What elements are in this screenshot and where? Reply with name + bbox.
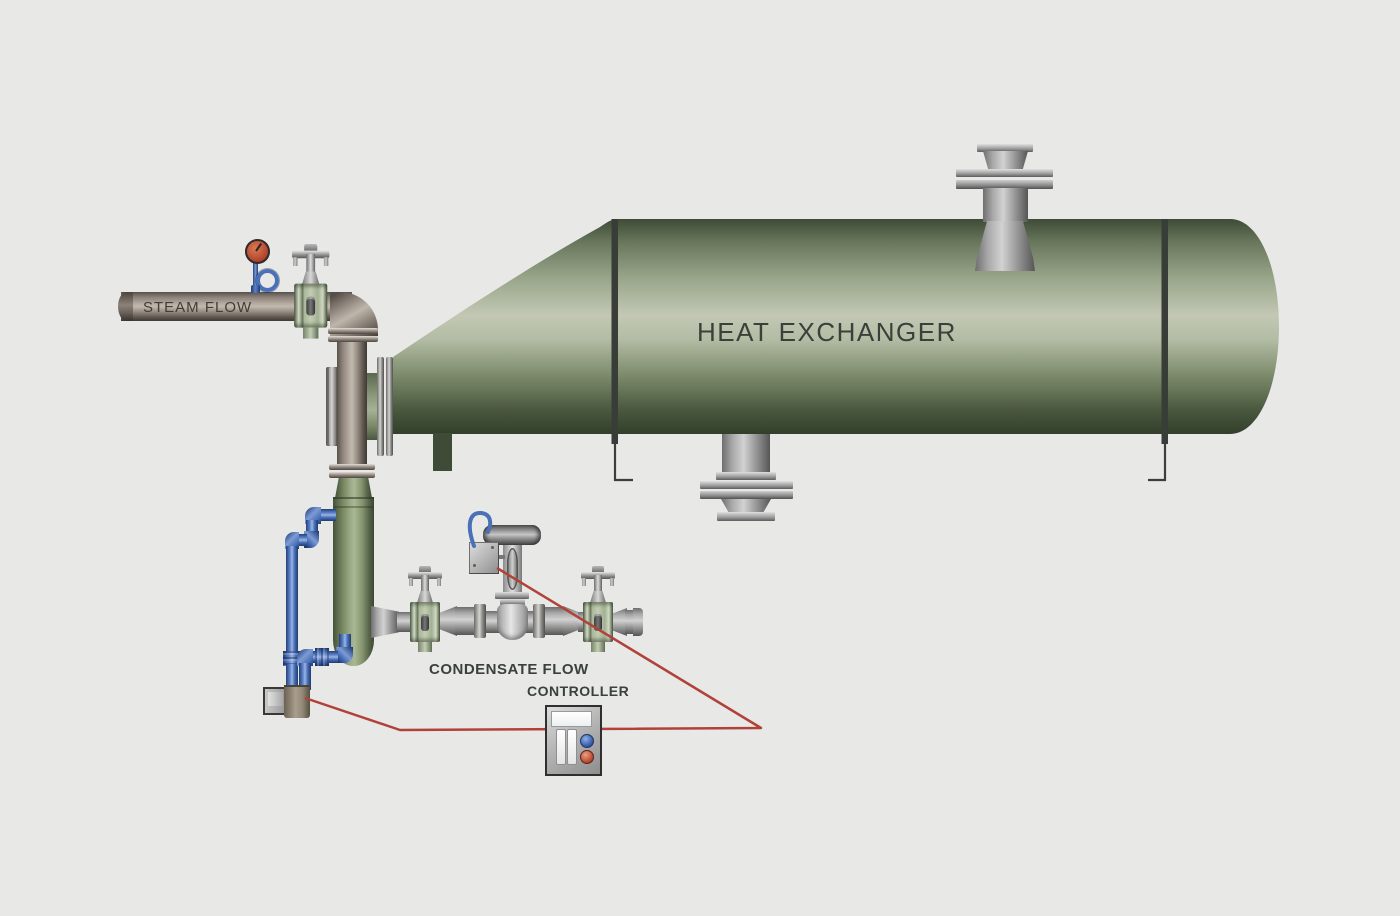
- bottom-nozzle-flange-plate: [700, 491, 793, 499]
- level-transmitter: [284, 685, 310, 718]
- control-valve-bonnet-flange: [495, 592, 529, 599]
- blue-drop-line: [286, 546, 298, 656]
- control-valve-flange: [474, 604, 486, 638]
- receiver-collar: [335, 478, 372, 498]
- gauge-pigtail: [256, 269, 279, 292]
- valve-handle-pin: [610, 578, 614, 586]
- controller-button-red: [580, 750, 594, 764]
- controller-label: CONTROLLER: [527, 683, 630, 699]
- shell-flange-plate: [386, 357, 393, 456]
- valve-body-mark: [306, 296, 316, 316]
- positioner-link: [495, 555, 505, 559]
- vessel-strap-left: [611, 219, 618, 444]
- control-valve-flange: [533, 604, 545, 638]
- channel-head-left-flange: [326, 367, 339, 446]
- elbow-flange-plate: [328, 328, 378, 334]
- transmitter-junction-face: [268, 692, 283, 706]
- gauge-fitting: [251, 285, 260, 293]
- valve-stem: [594, 575, 602, 592]
- controller-bar-indicator: [556, 729, 566, 765]
- gauge-stem: [253, 258, 258, 292]
- positioner-screw: [491, 546, 494, 549]
- valve-stem: [306, 253, 316, 273]
- bottom-nozzle-collar: [716, 472, 776, 480]
- valve-drain-tab: [303, 327, 319, 339]
- steam-pipe-end-cap: [118, 292, 133, 321]
- blue-union: [315, 648, 329, 666]
- receiver-inlet-flange-plate: [329, 472, 375, 478]
- pipe-end-coupling: [633, 608, 643, 636]
- steam-flow-label: STEAM FLOW: [143, 299, 253, 316]
- positioner-screw: [473, 564, 476, 567]
- valve-stem: [421, 575, 429, 592]
- blue-union: [283, 651, 301, 666]
- vessel-support-leg: [433, 433, 452, 471]
- valve-cap: [304, 244, 318, 253]
- blue-elbow: [305, 507, 321, 524]
- blue-tap-stub: [318, 509, 336, 521]
- strap-foot-right: [1148, 443, 1167, 482]
- steam-valve: [292, 244, 330, 339]
- bottom-nozzle-taper: [721, 499, 771, 513]
- bottom-nozzle-end-flange: [717, 512, 775, 521]
- valve-body-mark: [594, 614, 602, 631]
- control-valve-yoke-window: [507, 548, 518, 590]
- elbow-flange-plate: [328, 336, 378, 342]
- blue-elbow: [285, 532, 299, 549]
- top-nozzle-neck: [983, 151, 1028, 170]
- control-valve-body: [497, 604, 528, 640]
- controller-display: [551, 711, 592, 727]
- controller-bar-indicator: [567, 729, 577, 765]
- top-nozzle-riser: [983, 188, 1028, 222]
- bottom-nozzle-pipe: [722, 434, 770, 474]
- steam-down-pipe: [337, 342, 367, 468]
- valve-handle-pin: [293, 257, 298, 266]
- pressure-gauge-dial: [245, 239, 270, 264]
- valve-body-mark: [421, 614, 429, 631]
- top-nozzle-flange-plate: [956, 180, 1053, 189]
- valve-handle-pin: [323, 257, 329, 266]
- blue-elbow: [304, 531, 319, 548]
- valve-handle-pin: [582, 578, 586, 586]
- control-valve-actuator: [483, 525, 541, 545]
- top-nozzle-upper-flange: [977, 144, 1033, 152]
- valve-handle-pin: [409, 578, 413, 586]
- isolation-valve-upstream: [408, 566, 442, 652]
- condensate-flow-label: CONDENSATE FLOW: [429, 661, 589, 678]
- strap-foot-left: [613, 443, 633, 482]
- top-nozzle-weld-flare: [975, 221, 1035, 271]
- blue-drop-line: [286, 664, 298, 690]
- valve-bonnet: [301, 271, 320, 285]
- controller-button-blue: [580, 734, 594, 748]
- condensate-pipe: [455, 607, 476, 635]
- valve-positioner: [469, 542, 499, 574]
- shell-flange-plate: [377, 357, 384, 456]
- top-nozzle-flange-plate: [956, 169, 1053, 177]
- valve-drain-tab: [418, 642, 432, 652]
- heat-exchanger-label: HEAT EXCHANGER: [697, 317, 957, 347]
- receiver-inlet-flange-plate: [329, 464, 375, 470]
- valve-handle-pin: [437, 578, 441, 586]
- valve-drain-tab: [591, 642, 605, 652]
- receiver-seam: [334, 506, 373, 508]
- condensate-pipe: [545, 607, 565, 635]
- controller-unit: [545, 705, 602, 776]
- bottom-nozzle-flange-plate: [700, 481, 793, 489]
- vessel-strap-right: [1161, 219, 1168, 444]
- isolation-valve-downstream: [581, 566, 615, 652]
